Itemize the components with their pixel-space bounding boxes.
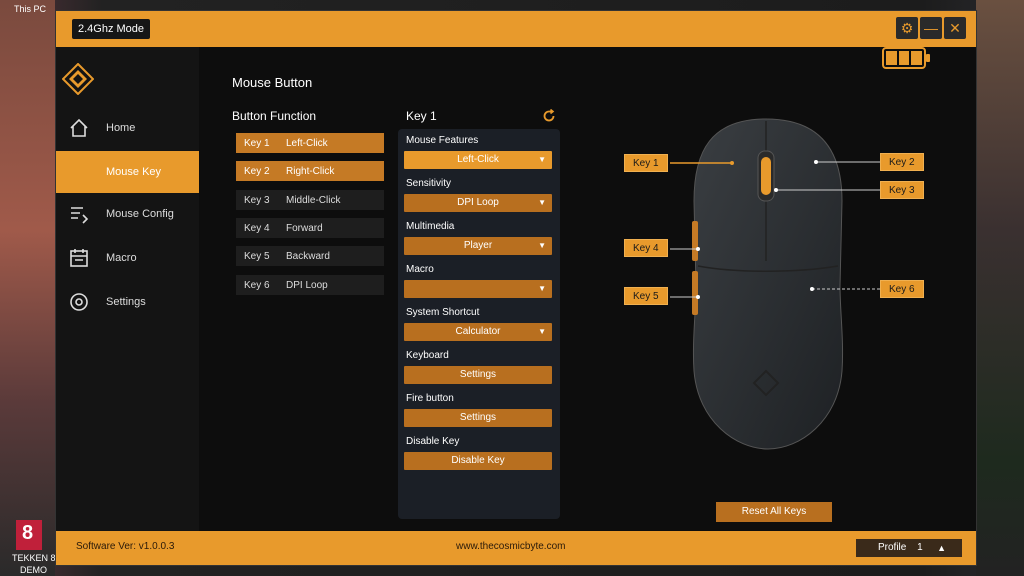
button-row-function: Right-Click — [286, 165, 335, 177]
sensitivity-value: DPI Loop — [457, 197, 499, 208]
fire-button-settings-button[interactable]: Settings — [404, 409, 552, 427]
disable-key-label: Disable Key — [406, 436, 460, 447]
chevron-down-icon: ▼ — [538, 284, 546, 293]
close-icon[interactable]: ✕ — [944, 17, 966, 39]
mouse-key-tag-1[interactable]: Key 1 — [624, 154, 668, 172]
button-row-function: Backward — [286, 250, 330, 262]
sidebar-item-home[interactable]: Home — [56, 107, 199, 149]
page-title: Mouse Button — [232, 75, 313, 90]
sidebar-item-label: Mouse Config — [106, 208, 174, 220]
sidebar-item-label: Settings — [106, 296, 146, 308]
titlebar: 2.4Ghz Mode ⚙ — ✕ — [56, 11, 976, 47]
keyboard-settings-button[interactable]: Settings — [404, 366, 552, 384]
sidebar-item-settings[interactable]: Settings — [56, 281, 199, 323]
sidebar-item-mouse-key[interactable]: Mouse Key — [56, 151, 199, 193]
profile-label: Profile — [878, 542, 907, 553]
multimedia-label: Multimedia — [406, 221, 455, 232]
app-logo-icon — [62, 63, 94, 95]
button-row-function: DPI Loop — [286, 279, 328, 291]
fire-button-label: Fire button — [406, 393, 454, 404]
refresh-icon[interactable] — [542, 109, 556, 123]
sidebar: Home Mouse Key Mouse Config Macro Se — [56, 47, 199, 533]
desktop-wallpaper-left — [0, 0, 55, 576]
settings-icon — [70, 293, 88, 311]
multimedia-value: Player — [463, 240, 493, 251]
website-link[interactable]: www.thecosmicbyte.com — [456, 541, 566, 552]
desktop-wallpaper-right — [976, 0, 1024, 576]
chevron-down-icon: ▼ — [538, 155, 546, 164]
sensitivity-label: Sensitivity — [406, 178, 452, 189]
software-version: Software Ver: v1.0.0.3 — [76, 541, 175, 552]
gear-icon[interactable]: ⚙ — [896, 17, 918, 39]
config-icon — [71, 207, 89, 224]
sidebar-item-label: Home — [106, 122, 136, 134]
button-row-function: Left-Click — [286, 137, 328, 149]
sidebar-item-label: Mouse Key — [106, 166, 162, 178]
mouse-features-select[interactable]: Left-Click ▼ — [404, 151, 552, 169]
system-shortcut-select[interactable]: Calculator ▼ — [404, 323, 552, 341]
home-icon — [70, 118, 88, 137]
button-row-function: Forward — [286, 222, 323, 234]
desktop-tekken-label-2: DEMO — [20, 565, 47, 575]
button-function-heading: Button Function — [232, 109, 317, 123]
profile-number: 1 — [917, 542, 923, 553]
mouse-key-tag-4[interactable]: Key 4 — [624, 239, 668, 257]
mouse-features-value: Left-Click — [457, 154, 499, 165]
key-config-panel: Mouse Features Left-Click ▼ Sensitivity … — [398, 129, 560, 519]
chevron-down-icon: ▼ — [538, 327, 546, 336]
macro-label: Macro — [406, 264, 434, 275]
battery-indicator — [882, 47, 930, 69]
macro-icon — [70, 249, 88, 267]
button-row-key: Key 1 — [244, 137, 270, 149]
reset-all-keys-button[interactable]: Reset All Keys — [716, 502, 832, 522]
sensitivity-select[interactable]: DPI Loop ▼ — [404, 194, 552, 212]
sidebar-item-macro[interactable]: Macro — [56, 237, 199, 279]
chevron-down-icon: ▼ — [538, 198, 546, 207]
disable-key-button[interactable]: Disable Key — [404, 452, 552, 470]
chevron-up-icon: ▲ — [937, 543, 946, 553]
button-row-key3[interactable]: Key 3 Middle-Click — [236, 190, 384, 210]
button-row-key: Key 6 — [244, 279, 270, 291]
button-row-key: Key 3 — [244, 194, 270, 206]
mouse-key-tag-3[interactable]: Key 3 — [880, 181, 924, 199]
tekken-icon[interactable]: 8 — [16, 520, 42, 550]
mouse-image — [692, 118, 844, 450]
key-leader-lines — [670, 160, 880, 299]
footer-bar: Software Ver: v1.0.0.3 www.thecosmicbyte… — [56, 531, 976, 565]
key-panel-title: Key 1 — [406, 109, 437, 123]
button-row-key: Key 4 — [244, 222, 270, 234]
button-row-key6[interactable]: Key 6 DPI Loop — [236, 275, 384, 295]
desktop-tekken-label-1: TEKKEN 8 - — [12, 553, 62, 563]
profile-selector[interactable]: Profile 1 ▲ — [856, 539, 962, 557]
mouse-key-tag-5[interactable]: Key 5 — [624, 287, 668, 305]
mouse-diagram: Key 1 Key 2 Key 3 Key 4 Key 5 Key 6 — [616, 111, 936, 471]
button-row-key5[interactable]: Key 5 Backward — [236, 246, 384, 266]
macro-select[interactable]: ▼ — [404, 280, 552, 298]
button-row-key: Key 2 — [244, 165, 270, 177]
mouse-features-label: Mouse Features — [406, 135, 479, 146]
button-row-key4[interactable]: Key 4 Forward — [236, 218, 384, 238]
app-window: 2.4Ghz Mode ⚙ — ✕ Home Mouse Key M — [55, 10, 977, 566]
mouse-key-tag-2[interactable]: Key 2 — [880, 153, 924, 171]
mouse-key-tag-6[interactable]: Key 6 — [880, 280, 924, 298]
button-row-key2[interactable]: Key 2 Right-Click — [236, 161, 384, 181]
chevron-down-icon: ▼ — [538, 241, 546, 250]
button-row-key1[interactable]: Key 1 Left-Click — [236, 133, 384, 153]
system-shortcut-label: System Shortcut — [406, 307, 480, 318]
system-shortcut-value: Calculator — [455, 326, 501, 337]
keyboard-label: Keyboard — [406, 350, 449, 361]
minimize-icon[interactable]: — — [920, 17, 942, 39]
button-row-function: Middle-Click — [286, 194, 341, 206]
button-row-key: Key 5 — [244, 250, 270, 262]
multimedia-select[interactable]: Player ▼ — [404, 237, 552, 255]
sidebar-item-label: Macro — [106, 252, 137, 264]
mode-badge[interactable]: 2.4Ghz Mode — [72, 19, 151, 39]
sidebar-item-mouse-config[interactable]: Mouse Config — [56, 193, 199, 235]
desktop-this-pc-label[interactable]: This PC — [14, 4, 47, 14]
